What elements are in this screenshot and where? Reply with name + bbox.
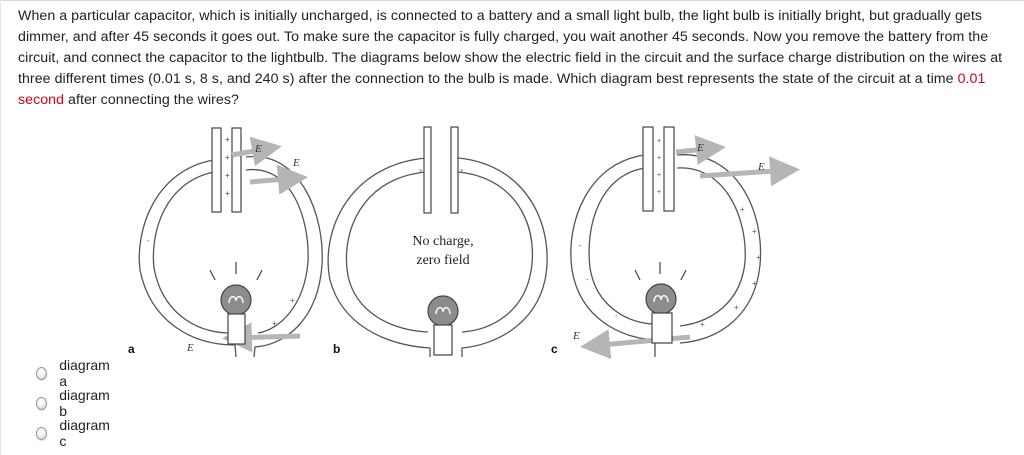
diagram-c-plate-charge: +	[657, 189, 661, 196]
question-highlight: 0.01 second	[18, 71, 986, 108]
left-divider	[0, 0, 1, 455]
diagram-b-inner-wire-right	[457, 171, 534, 333]
question-text: When a particular capacitor, which is in…	[18, 6, 1014, 111]
choice-diagram-c[interactable]: diagram c	[36, 417, 112, 449]
question-tail: after connecting the wires?	[64, 92, 239, 108]
question-body: When a particular capacitor, which is in…	[18, 8, 1003, 87]
diagram-a-surface-charge: +	[290, 296, 295, 305]
diagram-c-plate-right	[663, 126, 675, 212]
diagram-c-inner-wire	[588, 167, 653, 325]
diagram-a-plate-charge: +	[225, 135, 230, 144]
diagram-a-field-arrow	[249, 164, 308, 195]
diagram-c: + + + + E E E + + + + + + - - - c	[551, 126, 800, 360]
diagram-c-bulb-base	[651, 312, 673, 344]
diagram-a-inner-wire	[152, 171, 229, 334]
diagram-c-field-arrow	[699, 156, 800, 187]
radio-button[interactable]	[36, 366, 48, 380]
diagram-a-bulb-base	[227, 313, 246, 345]
diagram-a-field-label: E	[254, 143, 262, 155]
diagram-c-surface-charge: +	[740, 205, 745, 214]
diagram-c-surface-charge: +	[734, 303, 739, 312]
diagram-b: x x No charge, zero field b	[327, 126, 548, 357]
radio-button[interactable]	[36, 426, 48, 440]
diagram-b-terminal-mark: x	[419, 168, 423, 175]
diagram-a-outer-wire	[138, 159, 237, 358]
diagram-c-surface-charge: -	[615, 311, 618, 320]
diagram-a-surface-charge: -	[147, 236, 150, 245]
diagram-c-surface-charge: +	[752, 279, 757, 288]
diagram-c-surface-charge: +	[752, 227, 757, 236]
diagram-c-field-label: E	[757, 161, 765, 173]
diagram-c-glow-ray	[634, 269, 641, 281]
diagram-a-field-arrow	[231, 136, 282, 167]
diagram-a-plate-charge: +	[225, 153, 230, 162]
choice-diagram-a[interactable]: diagram a	[36, 357, 112, 389]
diagram-c-plate-charge: +	[657, 155, 661, 162]
diagram-b-outer-wire-right	[457, 157, 548, 357]
diagram-a-label: a	[128, 342, 135, 356]
diagram-b-inner-wire	[345, 171, 429, 333]
diagram-c-surface-charge: +	[700, 320, 705, 329]
diagram-a-field-label: E	[186, 342, 194, 354]
diagram-b-caption-line2: zero field	[416, 253, 469, 268]
diagram-c-field-label: E	[696, 142, 704, 154]
diagram-a-surface-charge: +	[272, 319, 277, 328]
choice-diagram-b[interactable]: diagram b	[36, 387, 112, 419]
diagram-c-label: c	[551, 342, 558, 356]
diagram-c-field-arrow	[580, 329, 691, 360]
diagram-a-glow-ray	[256, 269, 263, 281]
diagram-c-surface-charge: +	[756, 253, 761, 262]
choice-label: diagram b	[59, 387, 110, 419]
diagram-c-plate-charge: +	[657, 172, 661, 179]
diagram-c-plate-charge: +	[657, 138, 661, 145]
diagram-b-plate-right	[450, 126, 459, 214]
diagram-b-outer-wire	[327, 157, 431, 357]
diagram-c-surface-charge: -	[579, 241, 582, 250]
diagram-c-glow-ray	[680, 269, 687, 281]
radio-button[interactable]	[36, 396, 48, 410]
diagram-c-plate-left	[642, 126, 654, 212]
choice-label: diagram a	[59, 357, 110, 389]
top-divider	[0, 0, 1024, 1]
diagram-a-plate-charge: +	[225, 171, 230, 180]
diagram-b-label: b	[333, 342, 340, 356]
diagram-c-outer-wire	[570, 154, 656, 357]
diagram-a-plate-charge: +	[225, 189, 230, 198]
diagram-b-caption-line1: No charge,	[412, 234, 473, 249]
diagram-a-field-label: E	[292, 157, 300, 169]
diagram-c-field-arrow	[675, 135, 726, 165]
diagram-a-plate-right	[231, 127, 242, 213]
diagram-a-plate-left	[211, 127, 222, 213]
diagram-c-surface-charge: -	[586, 275, 589, 284]
diagram-b-terminal-mark: x	[460, 168, 464, 175]
diagram-c-field-label: E	[572, 330, 580, 342]
diagram-b-plate-left	[423, 126, 432, 214]
diagram-a-glow-ray	[209, 269, 216, 281]
diagram-a-inner-wire-right	[245, 169, 309, 334]
choice-label: diagram c	[59, 417, 110, 449]
diagram-b-bulb-base	[433, 324, 453, 356]
diagram-c-outer-wire-right	[676, 154, 762, 344]
diagram-a: + + + + E E E - + + a	[128, 127, 323, 358]
diagram-a-outer-wire-right	[245, 155, 323, 358]
